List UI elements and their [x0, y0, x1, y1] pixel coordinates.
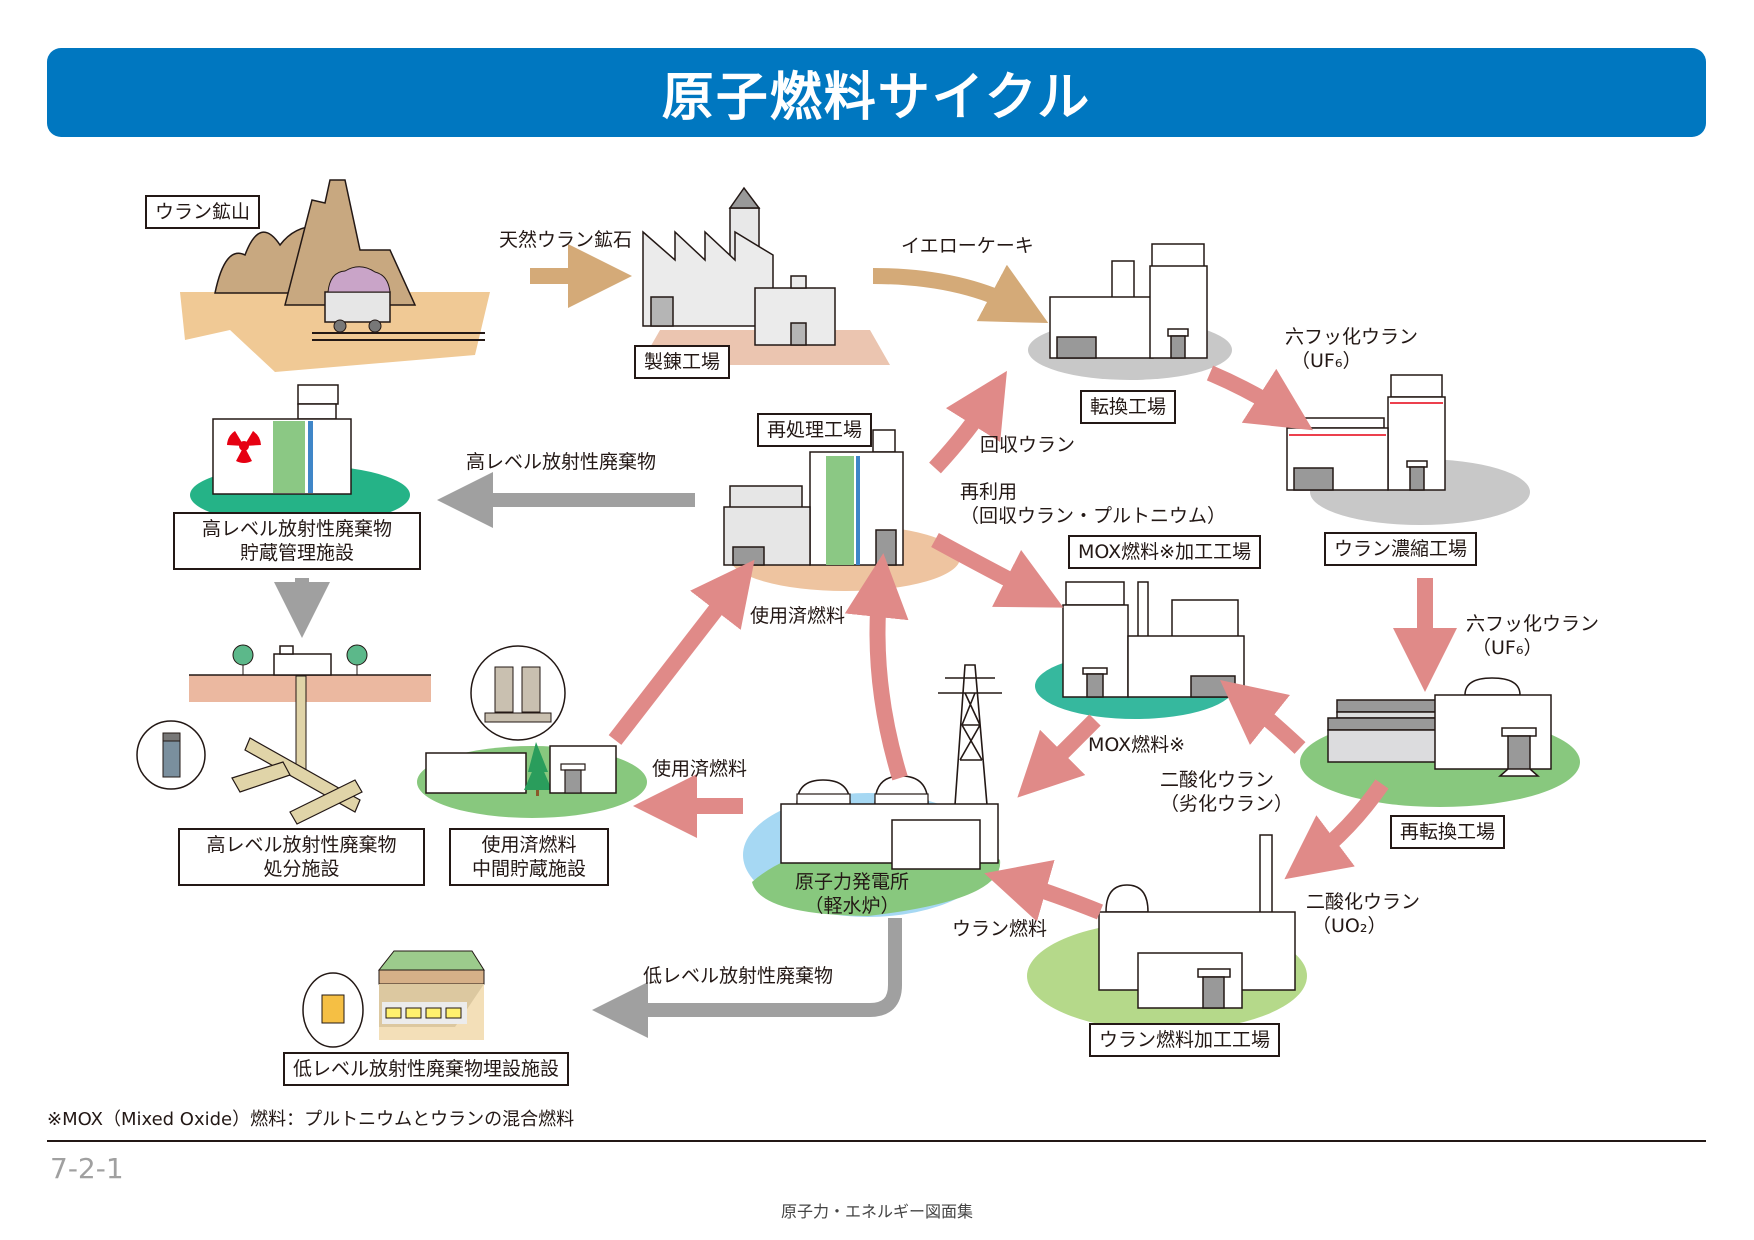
- reprocessing-plant-illustration: [723, 429, 904, 566]
- flow-spent-fuel-a: 使用済燃料: [750, 605, 846, 627]
- flow-spent-fuel-b: 使用済燃料: [652, 758, 748, 780]
- arrow-mox-fuel: [1017, 714, 1101, 798]
- arrow-spent-fuel-npp-to-reprocessing: [844, 553, 909, 781]
- flow-uo2-line2: （UO₂）: [1312, 915, 1387, 937]
- fuel-fabrication-illustration: [1098, 834, 1296, 1009]
- tree-icon: [346, 644, 368, 666]
- drum-icon: [321, 994, 345, 1024]
- label-uranium-mine: ウラン鉱山: [145, 195, 261, 229]
- flow-uf6-a: 六フッ化ウラン （UF₆）: [1285, 325, 1418, 373]
- label-npp-line2: （軽水炉）: [804, 895, 900, 917]
- flow-uo2: 二酸化ウラン （UO₂）: [1306, 890, 1420, 938]
- label-sf-interim: 使用済燃料 中間貯蔵施設: [449, 828, 609, 886]
- page-number: 7-2-1: [50, 1152, 124, 1185]
- label-fuel-fabrication: ウラン燃料加工工場: [1089, 1023, 1281, 1057]
- arrow-reuse-to-mox: [931, 532, 1064, 608]
- flow-uf6-a-line2: （UF₆）: [1291, 350, 1362, 372]
- label-conversion-plant: 転換工場: [1080, 390, 1177, 424]
- label-refinery: 製錬工場: [634, 345, 731, 379]
- flow-depleted-line1: 二酸化ウラン: [1160, 769, 1275, 791]
- flow-depleted-uranium: 二酸化ウラン （劣化ウラン）: [1160, 768, 1293, 816]
- label-hlw-storage-line2: 貯蔵管理施設: [239, 542, 354, 564]
- power-tower-icon: [938, 664, 1002, 806]
- title-bar: 原子燃料サイクル: [47, 48, 1706, 137]
- flow-reuse-line2: （回収ウラン・プルトニウム）: [960, 505, 1227, 527]
- flow-hlw: 高レベル放射性廃棄物: [466, 451, 657, 473]
- npp-illustration: [780, 664, 1002, 870]
- mox-plant-illustration: [1062, 581, 1245, 698]
- flow-uf6-b-line1: 六フッ化ウラン: [1466, 613, 1600, 635]
- flow-yellowcake: イエローケーキ: [901, 235, 1034, 257]
- page-title: 原子燃料サイクル: [661, 68, 1092, 128]
- arrow-spent-fuel-interim-to-reprocessing: [608, 559, 755, 745]
- reconversion-plant-illustration: [1327, 677, 1552, 777]
- label-npp-line1: 原子力発電所: [794, 871, 909, 893]
- label-reconversion-plant: 再転換工場: [1390, 815, 1506, 849]
- footer-publication: 原子力・エネルギー図面集: [780, 1202, 973, 1221]
- arrow-uranium-fuel: [984, 860, 1103, 922]
- label-hlw-disposal-line1: 高レベル放射性廃棄物: [206, 834, 397, 856]
- label-sf-interim-line1: 使用済燃料: [481, 834, 577, 856]
- flow-uf6-a-line1: 六フッ化ウラン: [1285, 326, 1419, 348]
- sf-interim-illustration: [425, 645, 617, 796]
- label-hlw-disposal: 高レベル放射性廃棄物 処分施設: [178, 828, 425, 886]
- label-mox-plant: MOX燃料※加工工場: [1068, 535, 1262, 569]
- arrow-yellowcake: [872, 264, 1049, 324]
- hlw-storage-illustration: [212, 384, 352, 495]
- flow-depleted-line2: （劣化ウラン）: [1160, 793, 1294, 815]
- label-reprocessing-plant: 再処理工場: [757, 413, 873, 447]
- flow-reuse: 再利用 （回収ウラン・プルトニウム）: [960, 480, 1226, 528]
- footer-divider: [47, 1140, 1706, 1142]
- flow-uo2-line1: 二酸化ウラン: [1306, 891, 1421, 913]
- hlw-disposal-illustration: [136, 644, 431, 825]
- flow-arrows: [274, 244, 1457, 1038]
- flow-reuse-line1: 再利用: [960, 481, 1018, 503]
- arrow-depleted-to-mox: [1220, 680, 1306, 754]
- arrow-uf6-to-enrichment: [1206, 365, 1313, 431]
- label-hlw-storage-line1: 高レベル放射性廃棄物: [201, 518, 392, 540]
- label-llw-disposal: 低レベル放射性廃棄物埋設施設: [283, 1052, 570, 1086]
- flow-recovered-uranium: 回収ウラン: [980, 434, 1076, 456]
- flow-uf6-b-line2: （UF₆）: [1472, 637, 1543, 659]
- label-npp: 原子力発電所 （軽水炉）: [782, 870, 922, 918]
- refinery-illustration: [642, 186, 836, 346]
- tree-icon: [232, 644, 254, 666]
- label-hlw-storage: 高レベル放射性廃棄物 貯蔵管理施設: [173, 512, 421, 570]
- label-enrichment-plant: ウラン濃縮工場: [1324, 532, 1478, 566]
- flow-uf6-b: 六フッ化ウラン （UF₆）: [1466, 612, 1599, 660]
- label-sf-interim-line2: 中間貯蔵施設: [471, 858, 586, 880]
- flow-mox-fuel: MOX燃料※: [1088, 734, 1186, 756]
- radiation-icon: [227, 431, 261, 463]
- conversion-plant-illustration: [1049, 243, 1208, 359]
- footnote-mox: ※MOX（Mixed Oxide）燃料：プルトニウムとウランの混合燃料: [47, 1109, 575, 1130]
- uranium-mine-illustration: [214, 179, 485, 341]
- llw-disposal-illustration: [302, 950, 485, 1048]
- flow-natural-ore: 天然ウラン鉱石: [499, 229, 633, 251]
- arrow-uo2-to-fabrication: [1284, 779, 1389, 880]
- enrichment-plant-illustration: [1286, 374, 1446, 491]
- arrow-recovered-uranium: [929, 370, 1007, 474]
- flow-llw: 低レベル放射性廃棄物: [643, 965, 834, 987]
- arrow-llw: [592, 918, 902, 1038]
- flow-uranium-fuel: ウラン燃料: [952, 918, 1048, 940]
- label-hlw-disposal-line2: 処分施設: [263, 858, 340, 880]
